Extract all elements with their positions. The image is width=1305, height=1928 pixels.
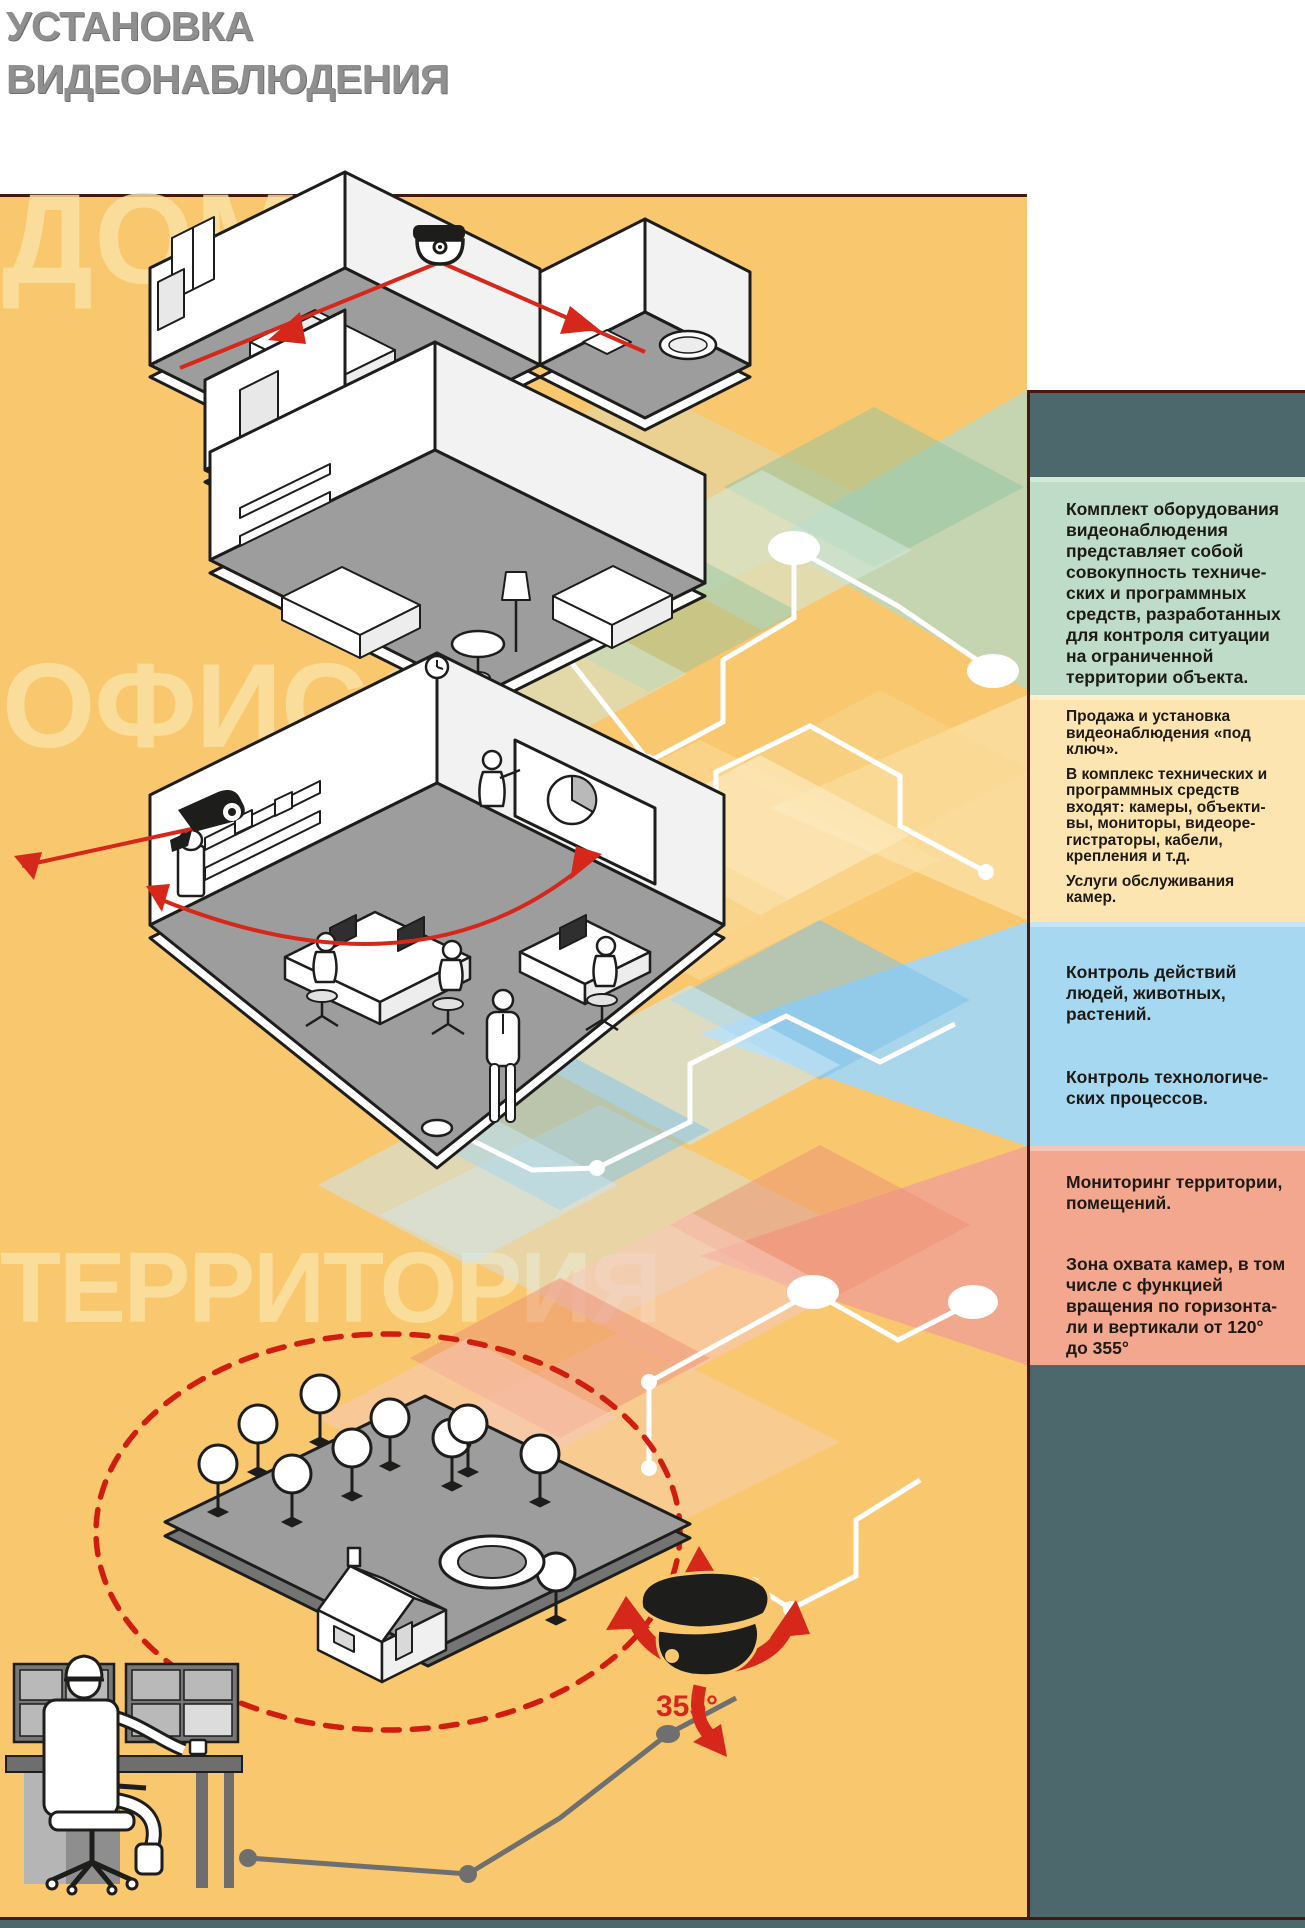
ptz-camera-icon	[606, 1546, 810, 1757]
title-line-1: УСТАНОВКА	[6, 3, 254, 49]
info-text: Контроль действий людей, животных, расте…	[1066, 962, 1237, 1024]
bullet-camera-icon	[14, 790, 602, 946]
street-lamps	[197, 1373, 577, 1626]
connector-ptz	[745, 1477, 922, 1617]
title-line-2: ВИДЕОНАБЛЮДЕНИЯ	[6, 56, 449, 102]
rotation-angle-label: 355°	[656, 1690, 719, 1723]
info-text: Зона охвата камер, в том числе с функцие…	[1066, 1254, 1286, 1358]
info-text: Комплект оборудования видеонаблюдения пр…	[1066, 499, 1281, 687]
operator-illustration	[5, 1654, 243, 1896]
info-text: Мониторинг территории, помещений.	[1066, 1172, 1283, 1213]
connector-house	[468, 531, 1019, 770]
info-block-monitoring: Мониторинг территории, помещений. Зона о…	[1030, 1146, 1305, 1365]
info-column: Комплект оборудования видеонаблюдения пр…	[1027, 390, 1305, 1928]
page-title: УСТАНОВКА ВИДЕОНАБЛЮДЕНИЯ	[6, 0, 449, 106]
office-illustration	[148, 651, 726, 1170]
mug	[188, 1738, 208, 1756]
dome-camera-icon	[179, 225, 646, 370]
info-text: Контроль технологиче-ских процессов.	[1066, 1067, 1269, 1108]
info-block-equipment: Комплект оборудования видеонаблюдения пр…	[1030, 477, 1305, 695]
territory-illustration	[93, 1331, 692, 1733]
house-illustration	[148, 170, 752, 710]
cottage	[316, 1546, 448, 1684]
info-text: Услуги обслуживания камер.	[1066, 872, 1235, 906]
desk	[5, 1755, 243, 1773]
bottom-teal-strip	[0, 1917, 1305, 1928]
info-text: В комплекс технических и программных сре…	[1066, 765, 1268, 865]
info-block-sales: Продажа и установка видеонаблюдения «под…	[1030, 695, 1305, 922]
connector-operator-gray	[239, 1695, 738, 1883]
info-text: Продажа и установка видеонаблюдения «под…	[1066, 708, 1251, 758]
info-block-control: Контроль действий людей, животных, расте…	[1030, 922, 1305, 1146]
operator-figure	[42, 1654, 208, 1896]
